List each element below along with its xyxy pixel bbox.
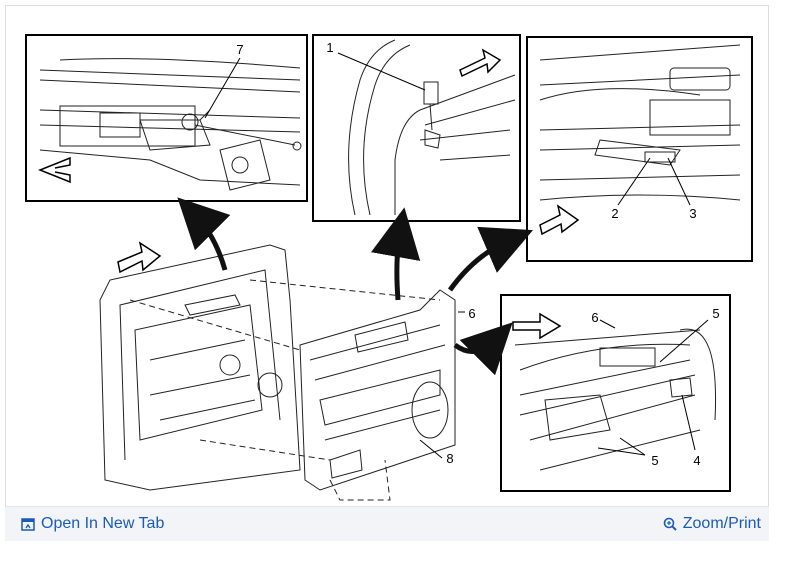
callout-5-top: 5 xyxy=(712,306,719,321)
callout-1: 1 xyxy=(326,40,333,55)
callout-5-bottom: 5 xyxy=(651,453,658,468)
callout-8: 8 xyxy=(446,451,453,466)
inset-detail-4-5: 6 5 5 4 xyxy=(500,294,731,492)
zoom-print-label: Zoom/Print xyxy=(682,515,761,532)
inset-detail-2-3: 2 3 xyxy=(526,36,753,262)
callout-6-inset: 6 xyxy=(591,310,598,325)
door-assembly xyxy=(99,244,456,501)
zoom-print-link[interactable]: Zoom/Print xyxy=(663,515,761,533)
detail-pointer-arrows xyxy=(177,197,533,376)
zoom-icon xyxy=(663,517,677,531)
open-new-tab-icon xyxy=(21,518,35,531)
open-in-new-tab-link[interactable]: Open In New Tab xyxy=(21,515,164,533)
callout-6: 6 xyxy=(468,306,475,321)
inset-detail-1: 1 xyxy=(312,34,521,222)
callout-7: 7 xyxy=(236,42,243,57)
callout-2: 2 xyxy=(611,206,618,221)
open-in-new-tab-label: Open In New Tab xyxy=(41,515,165,532)
inset-detail-7: 7 xyxy=(25,34,308,202)
callout-3: 3 xyxy=(689,206,696,221)
image-action-bar: Open In New Tab Zoom/Print xyxy=(5,506,769,541)
callout-4: 4 xyxy=(693,453,700,468)
